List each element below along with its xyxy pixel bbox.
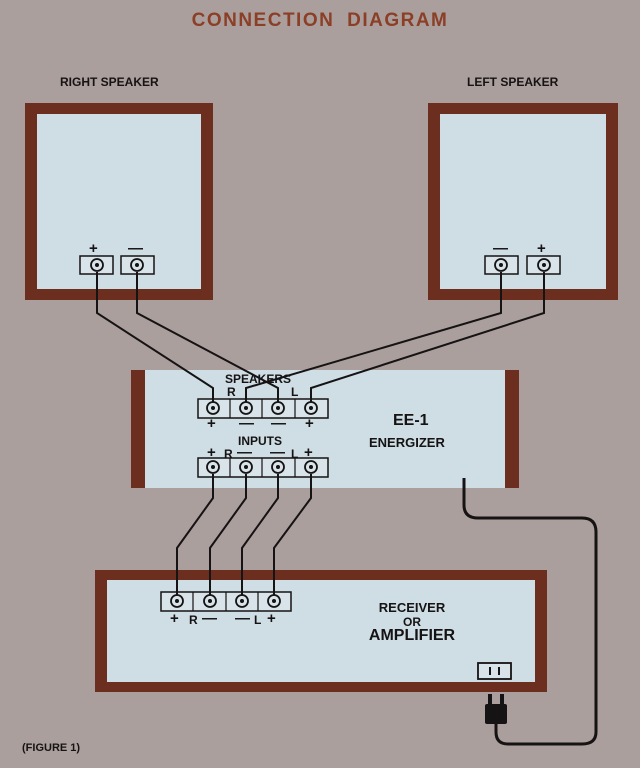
- receiver-l: L: [254, 613, 262, 627]
- energizer-speakers-r: R: [227, 385, 236, 399]
- input-wires: [176, 474, 312, 595]
- energizer-inputs-r-minus: —: [237, 444, 252, 461]
- right-speaker-plus: +: [89, 240, 98, 257]
- speaker-wires: [96, 272, 545, 402]
- receiver-terminals: [160, 591, 292, 612]
- receiver-box: [95, 570, 547, 692]
- energizer-inputs-l-plus: +: [304, 444, 313, 461]
- energizer-speakers-r-minus: —: [239, 415, 254, 432]
- power-cord: [462, 478, 598, 746]
- energizer-name: ENERGIZER: [369, 435, 445, 450]
- right-speaker-box: [25, 103, 213, 300]
- right-speaker-label: RIGHT SPEAKER: [60, 75, 159, 89]
- ac-outlet-icon: [477, 662, 512, 680]
- energizer-inputs-label: INPUTS: [238, 434, 283, 448]
- left-speaker-plus: +: [537, 240, 546, 257]
- receiver-r-plus: +: [170, 610, 179, 627]
- receiver-l-minus: —: [235, 610, 250, 627]
- receiver-title-line2: OR: [403, 615, 421, 629]
- receiver-r: R: [189, 613, 198, 627]
- energizer-speakers-l: L: [291, 385, 299, 399]
- receiver-r-minus: —: [202, 610, 217, 627]
- energizer-speakers-label: SPEAKERS: [225, 372, 292, 386]
- left-speaker-minus: —: [493, 240, 508, 257]
- receiver-title-line1: RECEIVER: [378, 600, 446, 615]
- receiver-title-line3: AMPLIFIER: [368, 627, 456, 644]
- right-speaker-terminals: [79, 255, 155, 275]
- energizer-inputs-r: R: [224, 447, 233, 461]
- receiver-l-plus: +: [267, 610, 276, 627]
- energizer-speaker-terminals: [197, 398, 329, 419]
- energizer-inputs-l: L: [291, 447, 299, 461]
- left-speaker-label: LEFT SPEAKER: [467, 75, 559, 89]
- energizer-speakers-l-plus: +: [305, 415, 314, 432]
- right-speaker-minus: —: [128, 240, 143, 257]
- energizer-model: EE-1: [393, 412, 429, 429]
- energizer-input-terminals: [197, 457, 329, 478]
- left-speaker-terminals: [484, 255, 561, 275]
- figure-caption: (FIGURE 1): [22, 742, 81, 754]
- power-plug-icon: [485, 694, 507, 724]
- diagram-title: CONNECTION DIAGRAM: [191, 10, 449, 31]
- energizer-speakers-l-minus: —: [271, 415, 286, 432]
- energizer-inputs-r-plus: +: [207, 444, 216, 461]
- left-speaker-box: [428, 103, 618, 300]
- energizer-speakers-r-plus: +: [207, 415, 216, 432]
- energizer-inputs-l-minus: —: [270, 444, 285, 461]
